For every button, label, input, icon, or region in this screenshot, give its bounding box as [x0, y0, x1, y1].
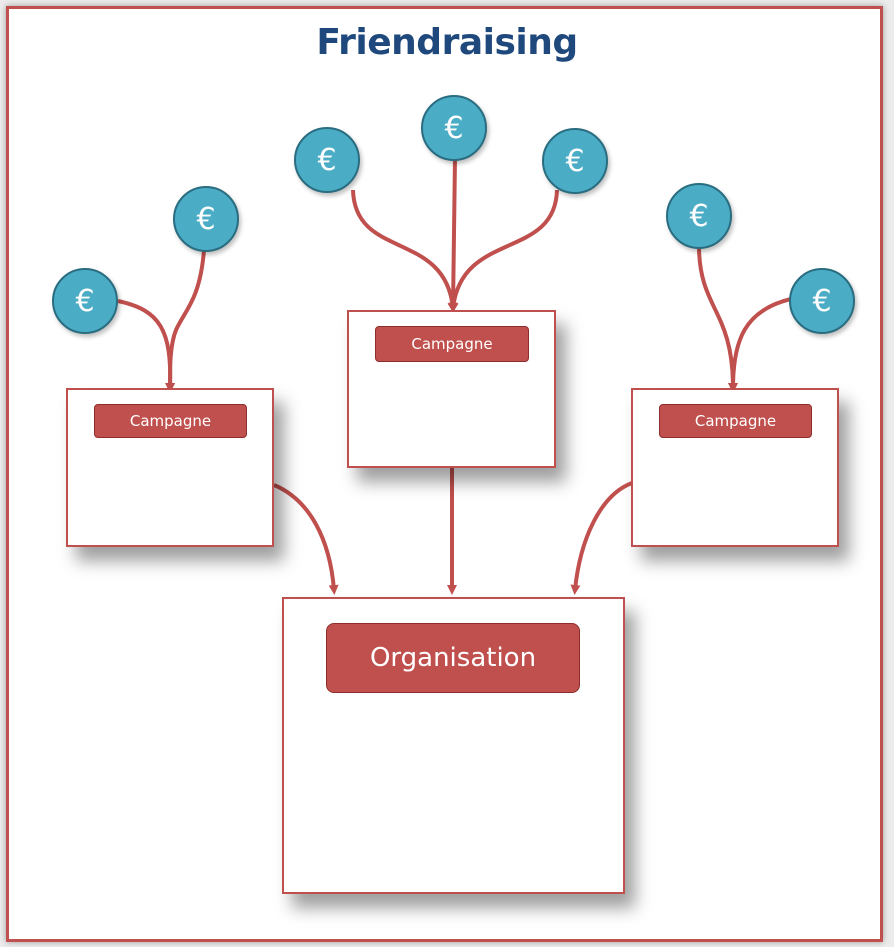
euro-coin-icon: € [294, 127, 360, 193]
euro-coin-icon: € [542, 128, 608, 194]
euro-coin-icon: € [421, 95, 487, 161]
arrow-coin-to-left-campaign-1 [117, 299, 176, 393]
arrow-coin-to-right-campaign-2 [728, 297, 792, 393]
diagram-title: Friendraising [316, 22, 578, 63]
arrow-coin-to-mid-campaign-3 [448, 189, 559, 313]
organisation-label: Organisation [326, 623, 580, 693]
euro-coin-icon: € [666, 183, 732, 249]
campaign-label-right: Campagne [659, 404, 812, 438]
euro-coin-icon: € [173, 186, 239, 252]
euro-coin-icon: € [789, 268, 855, 334]
arrow-coin-to-mid-campaign-1 [351, 189, 458, 313]
arrow-right-campaign-to-org [570, 481, 633, 595]
arrow-coin-to-right-campaign-1 [697, 247, 738, 393]
arrow-coin-to-left-campaign-2 [165, 249, 206, 393]
arrow-coin-to-mid-campaign-2 [448, 157, 459, 313]
arrow-left-campaign-to-org [273, 483, 339, 595]
campaign-label-middle: Campagne [375, 326, 529, 362]
euro-coin-icon: € [52, 268, 118, 334]
campaign-label-left: Campagne [94, 404, 247, 438]
